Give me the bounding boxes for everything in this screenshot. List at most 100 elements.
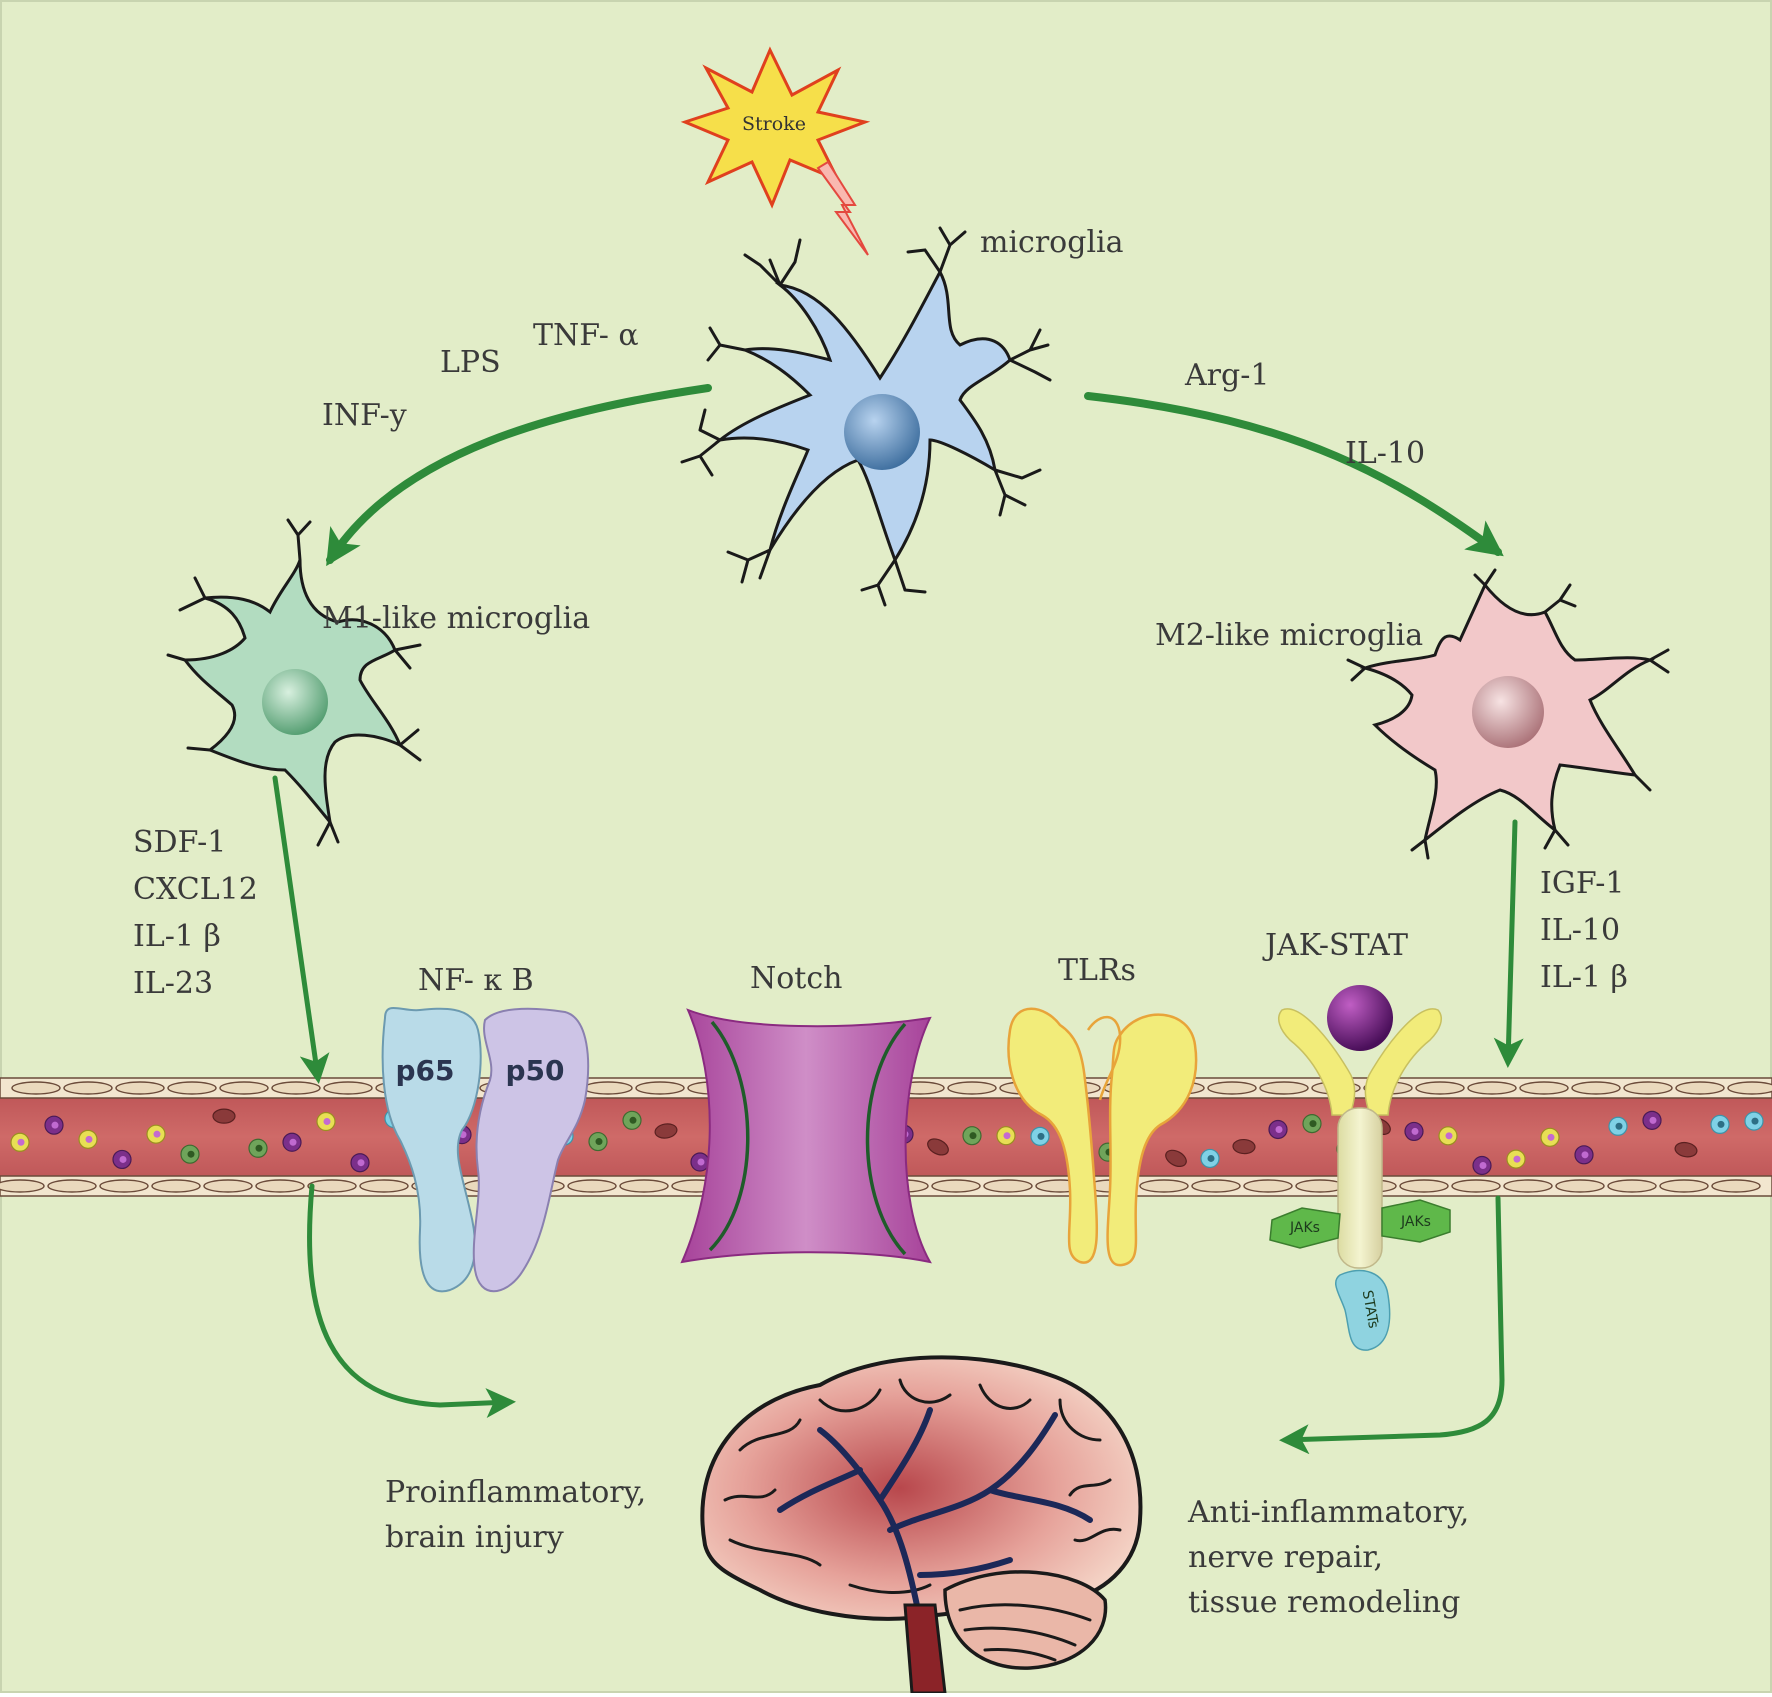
endothelial-cell [1259, 1081, 1309, 1095]
blood-cell-nucleus [629, 1116, 637, 1124]
endothelial-cell [1623, 1081, 1673, 1095]
endothelial-cell [1659, 1179, 1709, 1193]
m2-stimulus-il10: IL-10 [1345, 436, 1425, 471]
endothelial-cell [271, 1081, 321, 1095]
m1-stimulus-tnf: TNF- α [533, 318, 639, 353]
endothelial-cell [63, 1081, 113, 1095]
blood-cell-nucleus [187, 1150, 195, 1158]
endothelial-cell [11, 1081, 61, 1095]
nfkb-complex: p65 p50 [381, 1007, 590, 1293]
arrow-m1-to-vessel [272, 775, 330, 1084]
notch-label: Notch [750, 961, 843, 996]
notch-receptor [680, 1008, 932, 1264]
ligand-ball [1327, 985, 1393, 1051]
endothelial-cell [635, 1081, 685, 1095]
m1-stimulus-inf: INF-y [322, 398, 407, 433]
endothelial-cell [583, 1081, 633, 1095]
blood-cell-nucleus [1581, 1151, 1589, 1159]
m2-nucleus [1472, 676, 1544, 748]
anti-inflammatory-line-3: tissue remodeling [1188, 1585, 1460, 1620]
m1-label: M1-like microglia [322, 601, 590, 636]
svg-text:JAKs: JAKs [1400, 1214, 1431, 1230]
m2-factor-il10: IL-10 [1540, 913, 1620, 948]
jaks-left: JAKs [1269, 1207, 1341, 1249]
blood-cell-nucleus [969, 1132, 977, 1140]
endothelial-cell [931, 1179, 981, 1193]
m1-factor-cxcl12: CXCL12 [133, 872, 258, 907]
tlrs-label: TLRs [1058, 953, 1136, 988]
blood-cell-nucleus [1649, 1116, 1657, 1124]
m2-label: M2-like microglia [1155, 618, 1423, 653]
blood-cell-nucleus [153, 1130, 161, 1138]
endothelial-cell [0, 1179, 45, 1193]
blood-cell-nucleus [323, 1118, 331, 1126]
blood-cell-nucleus [1037, 1132, 1045, 1140]
endothelial-cell [1607, 1179, 1657, 1193]
blood-cell-nucleus [1547, 1133, 1555, 1141]
blood-cell-nucleus [1751, 1117, 1759, 1125]
endothelial-cell [619, 1179, 669, 1193]
proinflammatory-line-1: Proinflammatory, [385, 1475, 646, 1510]
m1-microglia-cell [166, 518, 422, 847]
tlr-receptors [1007, 1007, 1198, 1267]
endothelial-cell [1519, 1081, 1569, 1095]
blood-cell-nucleus [1411, 1127, 1419, 1135]
blood-cell-nucleus [1717, 1120, 1725, 1128]
m2-factor-igf1: IGF-1 [1540, 866, 1625, 901]
blood-cell-nucleus [1513, 1155, 1521, 1163]
endothelial-cell [1727, 1081, 1772, 1095]
stroke-burst: Stroke [680, 46, 871, 256]
endothelial-cell [1503, 1179, 1553, 1193]
m2-microglia-cell [1346, 568, 1670, 860]
blood-cell-nucleus [255, 1144, 263, 1152]
m1-factor-sdf1: SDF-1 [133, 825, 226, 860]
endothelial-cell [307, 1179, 357, 1193]
nfkb-label: NF- κ B [418, 963, 534, 998]
blood-cell-nucleus [289, 1138, 297, 1146]
blood-cell-nucleus [1615, 1122, 1623, 1130]
endothelial-cell [983, 1179, 1033, 1193]
pathway-arrows [272, 384, 1524, 1455]
arrow-m2-to-vessel [1493, 819, 1524, 1068]
proinflammatory-line-2: brain injury [385, 1520, 564, 1555]
stats-protein: STATs [1335, 1269, 1391, 1351]
endothelial-cell [115, 1081, 165, 1095]
blood-cell-nucleus [119, 1155, 127, 1163]
anti-inflammatory-line-1: Anti-inflammatory, [1187, 1495, 1469, 1530]
brain-vessels [777, 1407, 1093, 1623]
blood-cell-nucleus [85, 1135, 93, 1143]
red-blood-cell [927, 1138, 949, 1156]
endothelial-cell [1243, 1179, 1293, 1193]
endothelial-cell [1675, 1081, 1725, 1095]
red-blood-cell [654, 1123, 678, 1139]
lightning-icon [816, 160, 869, 256]
brain-illustration [700, 1355, 1143, 1695]
m2-factor-list: IGF-1 IL-10 IL-1 β [1540, 866, 1628, 995]
blood-cell-nucleus [1275, 1125, 1283, 1133]
svg-text:JAKs: JAKs [1289, 1220, 1320, 1236]
endothelial-cell [1139, 1179, 1189, 1193]
blood-cell-nucleus [595, 1138, 603, 1146]
blood-cell-nucleus [1445, 1132, 1453, 1140]
m1-nucleus [262, 669, 328, 735]
resting-nucleus [844, 394, 920, 470]
endothelial-cell [1207, 1081, 1257, 1095]
blood-cell-nucleus [697, 1158, 705, 1166]
microglia-label: microglia [980, 225, 1124, 260]
endothelial-cell [567, 1179, 617, 1193]
endothelial-cell [947, 1081, 997, 1095]
endothelial-cell [167, 1081, 217, 1095]
blood-cell-nucleus [1309, 1120, 1317, 1128]
endothelial-cell [323, 1081, 373, 1095]
anti-inflammatory-outcome: Anti-inflammatory, nerve repair, tissue … [1187, 1495, 1469, 1620]
endothelial-cell [1711, 1179, 1761, 1193]
endothelial-cell [1571, 1081, 1621, 1095]
red-blood-cell [212, 1108, 236, 1124]
arrow-to-anti-inflammatory [1279, 1195, 1505, 1455]
m1-factor-il23: IL-23 [133, 966, 213, 1001]
blood-cell-nucleus [17, 1138, 25, 1146]
blood-cell-nucleus [1207, 1154, 1215, 1162]
endothelial-cell [47, 1179, 97, 1193]
